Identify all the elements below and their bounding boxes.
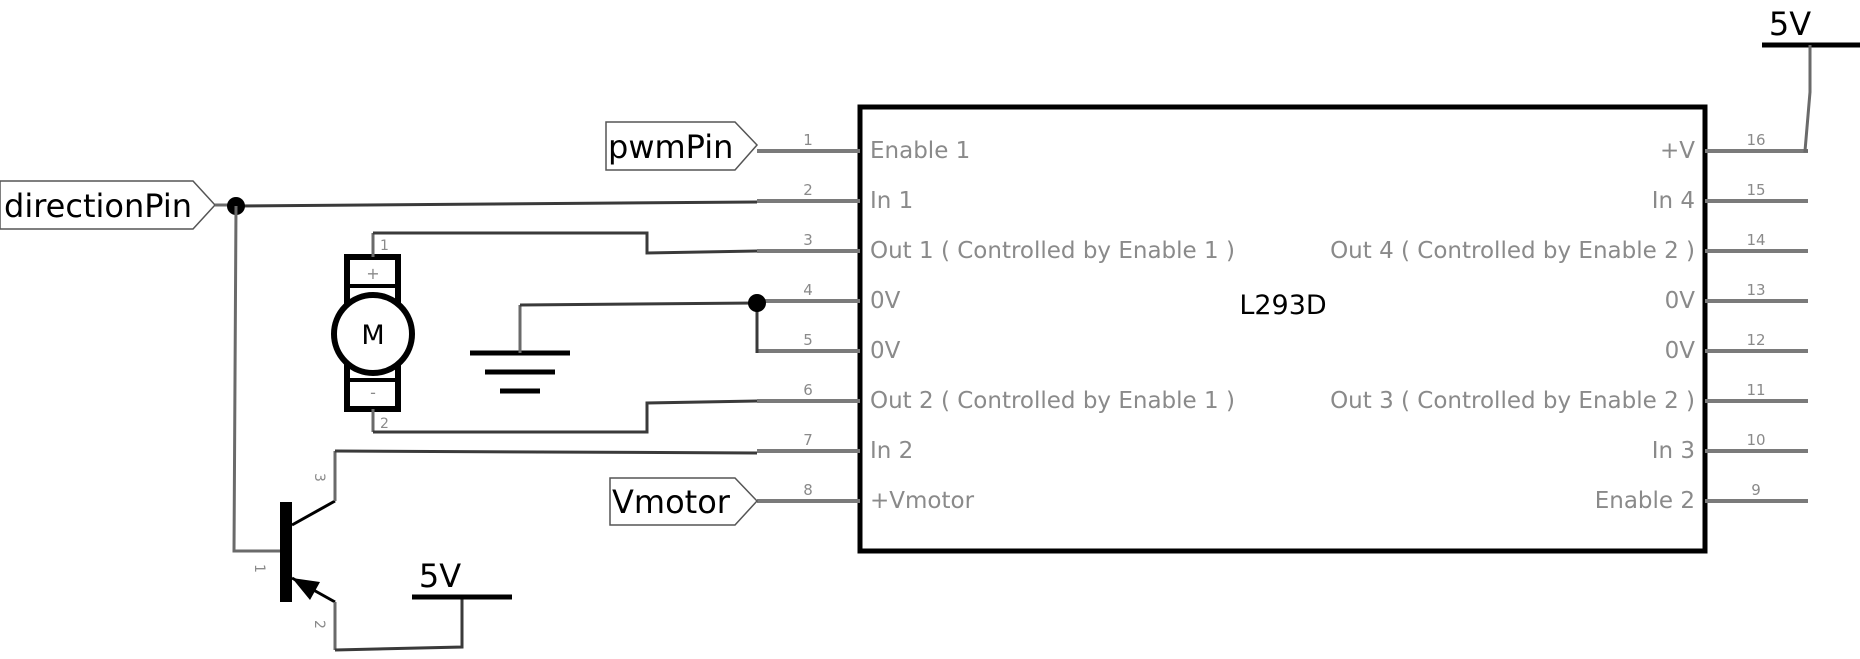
chip-pin-10[interactable]: 10 In 3 xyxy=(1652,431,1808,464)
wire-out2 xyxy=(373,399,758,434)
pin-name: 0V xyxy=(1665,338,1696,364)
pin-name: 0V xyxy=(870,338,901,364)
net-label-shape xyxy=(609,477,759,526)
chip-pin-6[interactable]: 6 Out 2 ( Controlled by Enable 1 ) xyxy=(757,381,1235,414)
chip-pin-2[interactable]: 2 In 1 xyxy=(757,181,913,214)
pin-number: 9 xyxy=(1751,481,1761,499)
pin-name: Out 3 ( Controlled by Enable 2 ) xyxy=(1330,388,1695,414)
pin-number: 5 xyxy=(803,331,813,349)
pin-name: In 2 xyxy=(870,438,913,464)
chip-pin-1[interactable]: 1 Enable 1 xyxy=(757,131,970,164)
chip-name: L293D xyxy=(1239,290,1326,321)
motor-pin2-num: 2 xyxy=(380,416,389,432)
transistor[interactable]: 3 1 2 xyxy=(251,451,337,650)
pin-number: 15 xyxy=(1746,181,1765,199)
chip-pin-8[interactable]: 8 +Vmotor xyxy=(757,481,975,514)
transistor-pin1-num: 1 xyxy=(251,564,267,573)
wire-emitter-5v xyxy=(334,597,464,652)
dc-motor[interactable]: M + - 1 2 xyxy=(331,233,415,432)
pin-number: 14 xyxy=(1746,231,1765,249)
pin-name: 0V xyxy=(870,288,901,314)
pin-number: 12 xyxy=(1746,331,1765,349)
wire-gnd-pin4 xyxy=(519,301,758,307)
net-label-vmotor[interactable]: Vmotor xyxy=(609,477,759,526)
pin-name: In 3 xyxy=(1652,438,1695,464)
pin-name: Out 2 ( Controlled by Enable 1 ) xyxy=(870,388,1235,414)
motor-pin1-num: 1 xyxy=(380,238,389,254)
pin-number: 8 xyxy=(803,481,813,499)
pin-number: 13 xyxy=(1746,281,1765,299)
pin-number: 7 xyxy=(803,431,813,449)
chip-pin-13[interactable]: 13 0V xyxy=(1665,281,1808,314)
motor-symbol: M xyxy=(361,320,384,351)
chip-pin-9[interactable]: 9 Enable 2 xyxy=(1595,481,1808,514)
chip-pin-4[interactable]: 4 0V xyxy=(757,281,901,314)
chip-pin-12[interactable]: 12 0V xyxy=(1665,331,1808,364)
net-label-shape xyxy=(0,180,217,230)
net-label-text: Vmotor xyxy=(612,483,731,521)
chip-pin-3[interactable]: 3 Out 1 ( Controlled by Enable 1 ) xyxy=(757,231,1235,264)
pin-name: Enable 2 xyxy=(1595,488,1695,514)
power-5v-bottom[interactable]: 5V xyxy=(412,557,512,600)
power-5v-top[interactable]: 5V xyxy=(1762,5,1860,153)
transistor-collector-line xyxy=(291,499,336,527)
pin-number: 1 xyxy=(803,131,813,149)
transistor-arrow xyxy=(292,578,320,600)
chip-body xyxy=(857,104,1708,554)
pin-number: 6 xyxy=(803,381,813,399)
pin-number: 4 xyxy=(803,281,813,299)
net-label-text: pwmPin xyxy=(608,128,733,166)
power-label: 5V xyxy=(1769,5,1811,43)
pin-name: 0V xyxy=(1665,288,1696,314)
chip-pin-11[interactable]: 11 Out 3 ( Controlled by Enable 2 ) xyxy=(1330,381,1808,414)
motor-minus: - xyxy=(370,383,376,402)
pin-name: Enable 1 xyxy=(870,138,970,164)
transistor-base-bar xyxy=(280,502,292,602)
junction-dot xyxy=(748,294,766,312)
motor-plus: + xyxy=(366,264,379,283)
wire-to-transistor-base xyxy=(232,205,280,553)
net-label-shape xyxy=(605,121,759,171)
pin-number: 11 xyxy=(1746,381,1765,399)
chip-pin-5[interactable]: 5 0V xyxy=(757,331,901,364)
net-label-pwm[interactable]: pwmPin xyxy=(605,121,759,171)
power-label: 5V xyxy=(419,557,461,595)
chip-left-pins: 1 Enable 1 2 In 1 3 Out 1 ( Controlled b… xyxy=(757,131,1235,514)
motor-circle xyxy=(331,292,415,376)
net-label-text: directionPin xyxy=(4,187,192,225)
pin-name: +Vmotor xyxy=(870,488,975,514)
wire-out1 xyxy=(373,231,758,255)
chip-pin-7[interactable]: 7 In 2 xyxy=(757,431,913,464)
pin-number: 3 xyxy=(803,231,813,249)
chip-right-pins: 16 +V 15 In 4 14 Out 4 ( Controlled by E… xyxy=(1330,131,1808,514)
pin-name: In 4 xyxy=(1652,188,1695,214)
chip-pin-16[interactable]: 16 +V xyxy=(1660,131,1808,164)
pin-number: 2 xyxy=(803,181,813,199)
wire-in2 xyxy=(334,449,758,455)
transistor-pin3-num: 3 xyxy=(311,473,327,482)
power-wire xyxy=(1803,45,1812,153)
chip-pin-14[interactable]: 14 Out 4 ( Controlled by Enable 2 ) xyxy=(1330,231,1808,264)
wire-in1 xyxy=(235,200,758,208)
net-label-direction[interactable]: directionPin xyxy=(0,180,217,230)
pin-name: +V xyxy=(1660,138,1695,164)
pin-name: Out 4 ( Controlled by Enable 2 ) xyxy=(1330,238,1695,264)
chip-pin-15[interactable]: 15 In 4 xyxy=(1652,181,1808,214)
transistor-pin2-num: 2 xyxy=(311,620,327,629)
pin-name: In 1 xyxy=(870,188,913,214)
ground-symbol[interactable] xyxy=(470,305,570,394)
pin-number: 16 xyxy=(1746,131,1765,149)
pin-number: 10 xyxy=(1746,431,1765,449)
pin-name: Out 1 ( Controlled by Enable 1 ) xyxy=(870,238,1235,264)
